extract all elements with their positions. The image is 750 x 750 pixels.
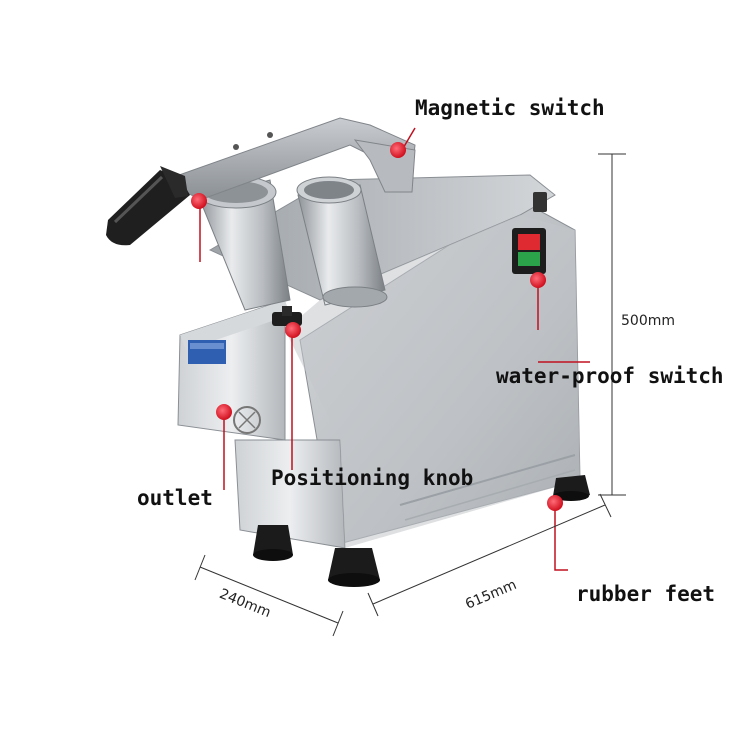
magnetic-switch-label: Magnetic switch <box>415 96 605 120</box>
height-dimension-label: 500mm <box>621 313 675 329</box>
marker-positioning-knob <box>285 322 301 338</box>
positioning-knob-label: Positioning knob <box>271 466 474 490</box>
water-proof-switch-box <box>512 228 546 274</box>
water-proof-switch-label: water-proof switch <box>496 364 724 388</box>
marker-outlet <box>216 404 232 420</box>
marker-handle <box>191 193 207 209</box>
marker-water-proof-switch <box>530 272 546 288</box>
outlet-symbol-icon <box>233 406 261 434</box>
marker-dots <box>191 142 563 511</box>
outlet-label: outlet <box>137 486 213 510</box>
depth-dimension-line <box>372 504 606 605</box>
dimension-lines <box>194 153 626 637</box>
width-dimension-line <box>199 566 339 624</box>
leader-rubber-feet <box>554 505 568 571</box>
control-box <box>177 299 290 441</box>
marker-rubber-feet <box>547 495 563 511</box>
marker-magnetic-switch <box>390 142 406 158</box>
rubber-feet-label: rubber feet <box>576 582 716 606</box>
rubber-feet <box>253 475 590 587</box>
handle-grip <box>106 166 190 246</box>
